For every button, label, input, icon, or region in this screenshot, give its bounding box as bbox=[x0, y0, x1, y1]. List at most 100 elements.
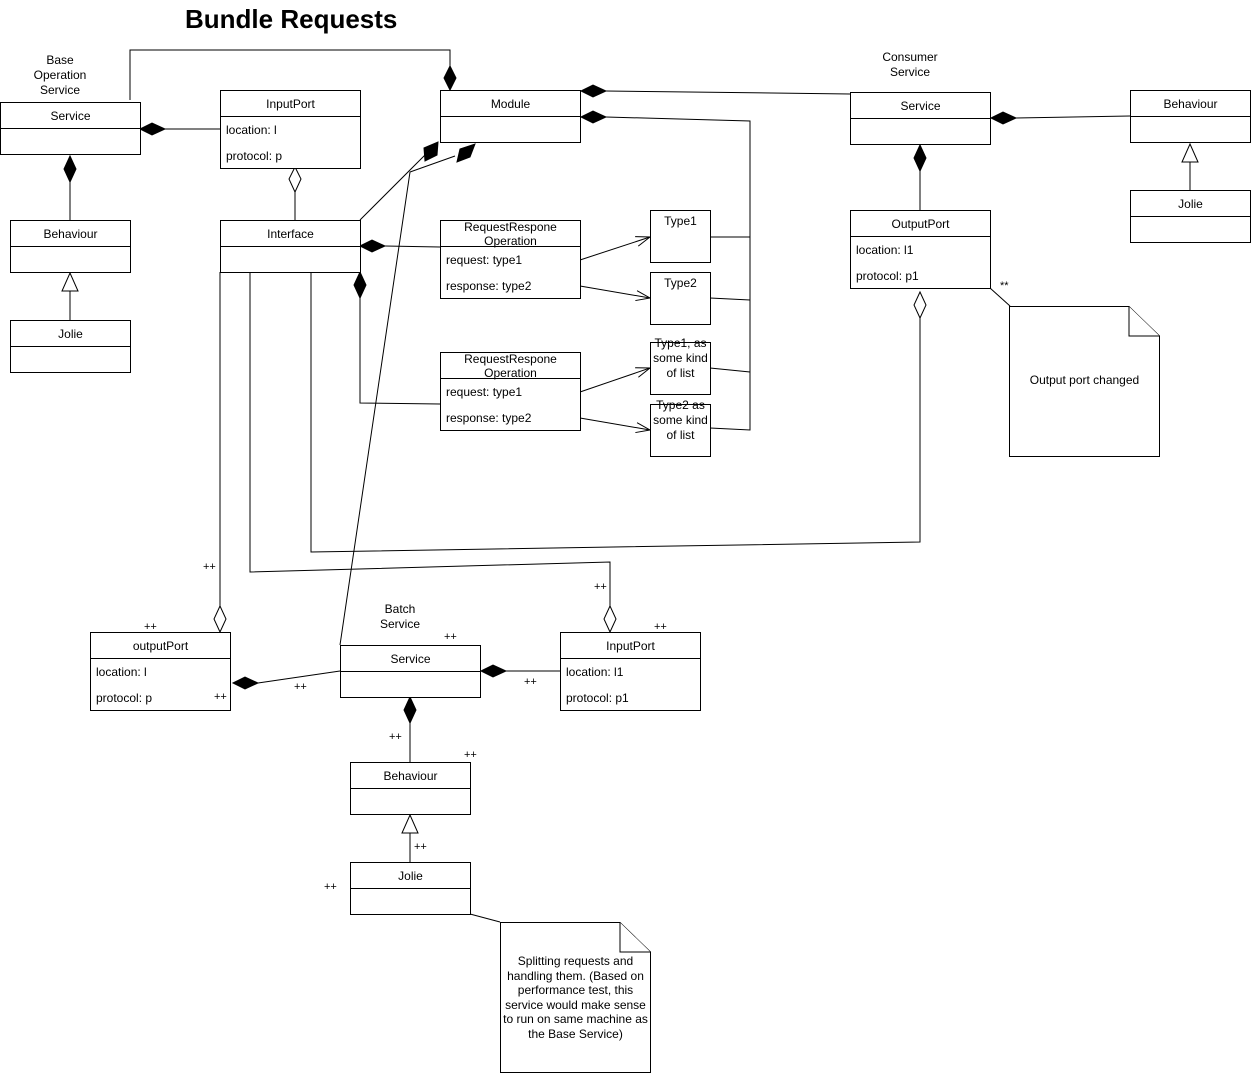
arrow-op1-type1 bbox=[579, 237, 650, 261]
batch-outputport-class[interactable]: outputPort location: l protocol: p bbox=[90, 632, 231, 711]
diamond-module-consumer bbox=[579, 84, 608, 98]
multiplicity-label: ** bbox=[1000, 280, 1009, 292]
class-name: Type2 as some kind of list bbox=[653, 398, 708, 442]
class-name: Service bbox=[851, 93, 990, 119]
connector-interface-operation-1 bbox=[384, 245, 441, 248]
diamond-batch-service-inputport bbox=[479, 664, 508, 678]
batch-inputport-class[interactable]: InputPort location: l1 protocol: p1 bbox=[560, 632, 701, 711]
diamond-batch-service-behaviour bbox=[403, 695, 417, 725]
class-name: Interface bbox=[221, 221, 360, 247]
consumer-outputport-class[interactable]: OutputPort location: l1 protocol: p1 bbox=[850, 210, 991, 289]
base-inputport-class[interactable]: InputPort location: l protocol: p bbox=[220, 90, 361, 169]
attribute-location: location: l1 bbox=[566, 665, 624, 679]
class-name: Behaviour bbox=[351, 763, 470, 789]
attribute-response: response: type2 bbox=[446, 279, 532, 293]
note-text: Output port changed bbox=[1029, 373, 1140, 387]
attribute-location: location: l bbox=[96, 665, 147, 679]
attribute-protocol: protocol: p bbox=[226, 149, 283, 163]
type1-list-class[interactable]: Type1, as some kind of list bbox=[650, 336, 711, 395]
class-name: Jolie bbox=[351, 863, 470, 889]
connector-base-service-module bbox=[129, 49, 451, 100]
note-output-port[interactable]: Output port changed bbox=[1009, 306, 1160, 457]
connector-interface-module bbox=[359, 154, 426, 221]
class-name: Type1, as some kind of list bbox=[653, 336, 708, 380]
operation-class-2[interactable]: RequestRespone Operation request: type1 … bbox=[440, 352, 581, 431]
diamond-batch-service-module bbox=[456, 143, 476, 163]
class-name: Behaviour bbox=[1131, 91, 1250, 117]
diamond-interface-operation-1 bbox=[358, 239, 387, 253]
interface-class[interactable]: Interface bbox=[220, 220, 361, 273]
batch-service-class[interactable]: Service bbox=[340, 645, 481, 698]
class-name: Behaviour bbox=[11, 221, 130, 247]
connector-batch-service-outputport bbox=[257, 670, 341, 684]
arrow-op2-type1-list bbox=[579, 368, 650, 393]
diamond-batch-outputport-interface bbox=[213, 604, 227, 634]
base-jolie-class[interactable]: Jolie bbox=[10, 320, 131, 373]
diamond-batch-service-outputport bbox=[231, 676, 260, 690]
connector-batch-jolie-note bbox=[469, 913, 501, 923]
diamond-base-service-module bbox=[443, 64, 457, 92]
multiplicity-label: ++ bbox=[214, 691, 227, 703]
connector-bracket-type2 bbox=[709, 297, 751, 301]
connector-module-consumer-service bbox=[605, 90, 851, 95]
connector-consumer-service-behaviour bbox=[1015, 115, 1131, 119]
multiplicity-label: ++ bbox=[524, 676, 537, 688]
diamond-batch-inputport-interface bbox=[603, 604, 617, 634]
consumer-jolie-class[interactable]: Jolie bbox=[1130, 190, 1251, 243]
multiplicity-label: ++ bbox=[324, 881, 337, 893]
attribute-protocol: protocol: p1 bbox=[856, 269, 919, 283]
inheritance-batch-jolie-behaviour bbox=[401, 813, 419, 834]
multiplicity-label: ++ bbox=[389, 731, 402, 743]
class-name: Module bbox=[441, 91, 580, 117]
attribute-request: request: type1 bbox=[446, 385, 523, 399]
diamond-consumer-outputport-interface bbox=[913, 290, 927, 320]
base-service-class[interactable]: Service bbox=[0, 102, 141, 155]
diamond-consumer-service-outputport bbox=[913, 143, 927, 173]
attribute-protocol: protocol: p1 bbox=[566, 691, 629, 705]
type2-list-class[interactable]: Type2 as some kind of list bbox=[650, 398, 711, 457]
diamond-consumer-service-behaviour bbox=[989, 111, 1018, 125]
arrow-op1-type2 bbox=[579, 285, 650, 298]
class-name: outputPort bbox=[91, 633, 230, 659]
attribute-response: response: type2 bbox=[446, 411, 532, 425]
consumer-service-label: Consumer Service bbox=[882, 50, 938, 79]
note-text: Splitting requests and handling them. (B… bbox=[503, 954, 648, 1041]
connector-interface-batch-inputport bbox=[249, 272, 611, 606]
type2-class[interactable]: Type2 bbox=[650, 272, 711, 325]
attribute-protocol: protocol: p bbox=[96, 691, 153, 705]
connector-module-types-bracket bbox=[605, 116, 751, 431]
diamond-interface-operation-2 bbox=[353, 270, 367, 300]
class-name: RequestRespone Operation bbox=[441, 352, 580, 380]
note-shape bbox=[500, 922, 651, 1073]
batch-jolie-class[interactable]: Jolie bbox=[350, 862, 471, 915]
diamond-interface-module bbox=[423, 141, 439, 162]
class-name: Jolie bbox=[1131, 191, 1250, 217]
class-name: OutputPort bbox=[851, 211, 990, 237]
inheritance-consumer-jolie-behaviour bbox=[1181, 142, 1199, 163]
class-name: Service bbox=[341, 646, 480, 672]
multiplicity-label: ++ bbox=[654, 621, 667, 633]
base-behaviour-class[interactable]: Behaviour bbox=[10, 220, 131, 273]
consumer-behaviour-class[interactable]: Behaviour bbox=[1130, 90, 1251, 143]
inheritance-base-jolie-behaviour bbox=[61, 271, 79, 292]
module-class[interactable]: Module bbox=[440, 90, 581, 143]
class-name: InputPort bbox=[561, 633, 700, 659]
note-batch-service[interactable]: Splitting requests and handling them. (B… bbox=[500, 922, 651, 1073]
type1-class[interactable]: Type1 bbox=[650, 210, 711, 263]
connector-interface-consumer-outputport bbox=[310, 272, 921, 553]
class-name: Service bbox=[1, 103, 140, 129]
class-name: RequestRespone Operation bbox=[441, 220, 580, 248]
attribute-location: location: l bbox=[226, 123, 277, 137]
connector-outputport-note bbox=[989, 287, 1011, 307]
attribute-request: request: type1 bbox=[446, 253, 523, 267]
connector-batch-service-module bbox=[339, 155, 456, 646]
attribute-location: location: l1 bbox=[856, 243, 914, 257]
diamond-base-service-inputport bbox=[138, 122, 167, 136]
consumer-service-class[interactable]: Service bbox=[850, 92, 991, 145]
multiplicity-label: ++ bbox=[294, 681, 307, 693]
operation-class-1[interactable]: RequestRespone Operation request: type1 … bbox=[440, 220, 581, 299]
diamond-module-types bbox=[579, 110, 608, 124]
connector-interface-operation-2 bbox=[359, 298, 441, 405]
batch-behaviour-class[interactable]: Behaviour bbox=[350, 762, 471, 815]
